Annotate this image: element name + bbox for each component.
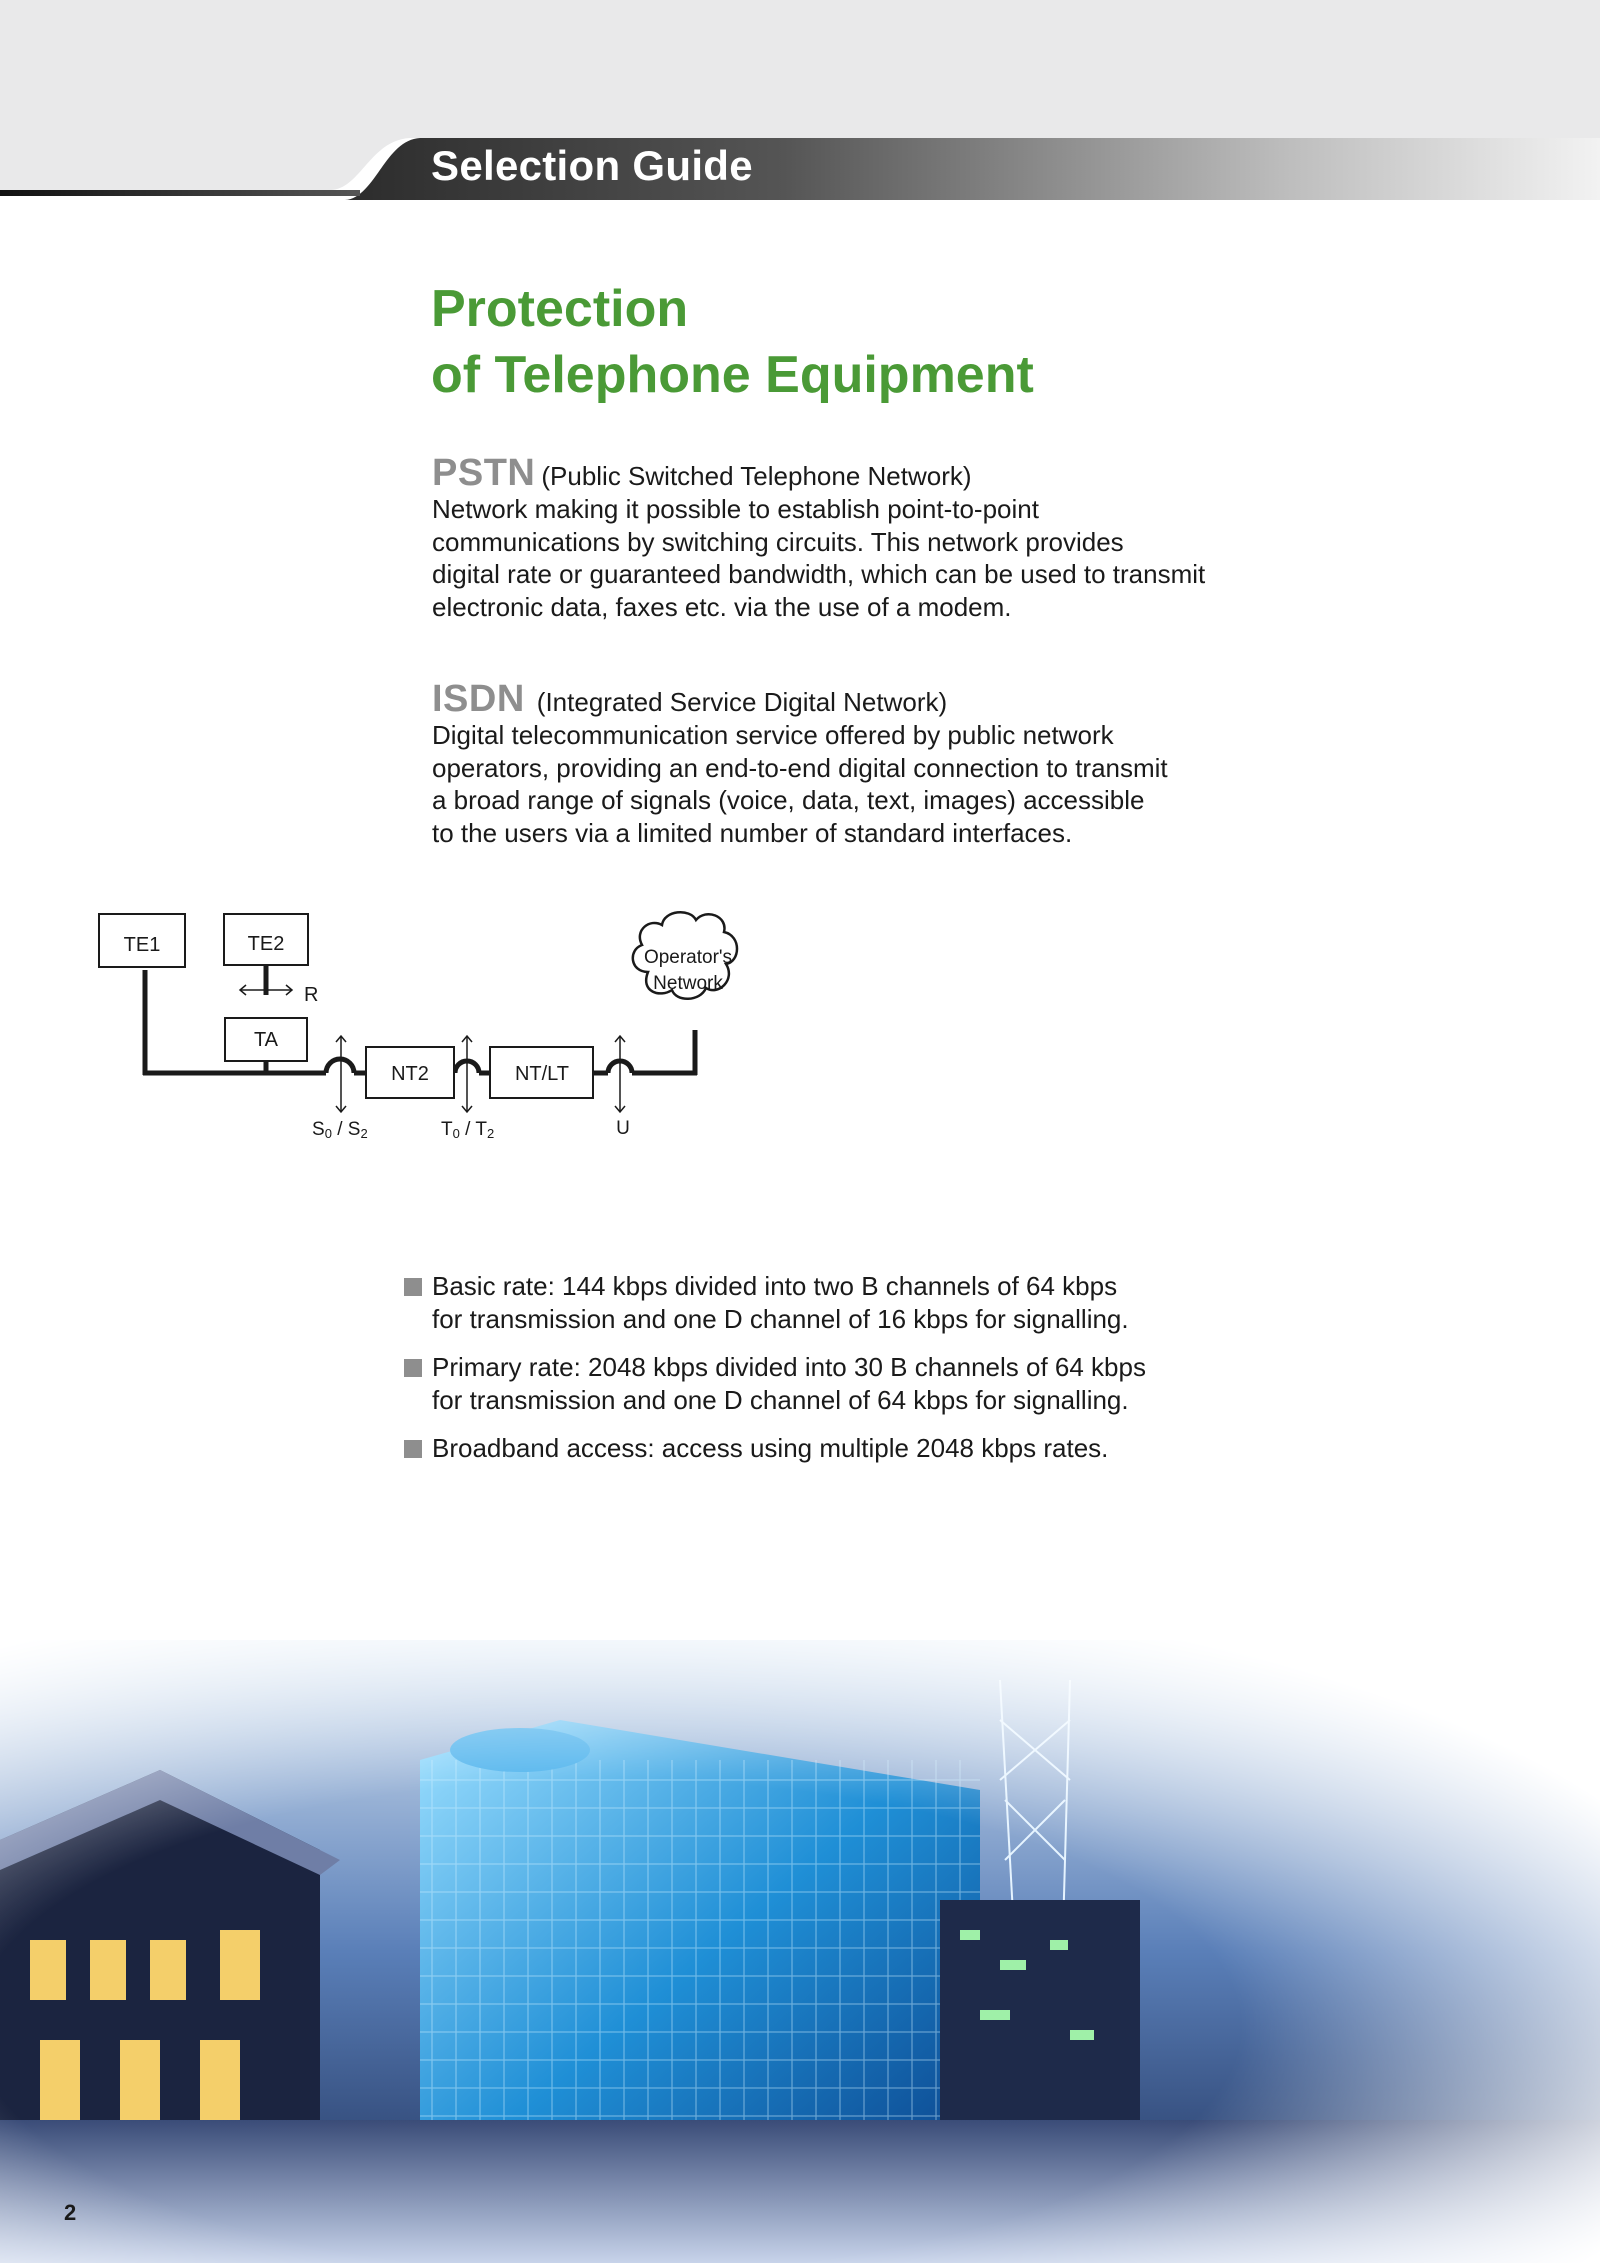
header-tab bbox=[0, 138, 1600, 204]
operators-network-cloud bbox=[631, 911, 739, 1000]
ta-label: TA bbox=[254, 1029, 279, 1051]
bullet-square-icon bbox=[404, 1359, 422, 1377]
s-reference-label: S0 / S2 bbox=[312, 1119, 368, 1141]
nt2-box bbox=[365, 1046, 455, 1099]
isdn-diagram: TE1 TE2 R TA NT2 NT/LT Operator's Networ… bbox=[98, 911, 739, 1141]
pstn-full-name: (Public Switched Telephone Network) bbox=[541, 461, 972, 491]
isdn-heading: ISDN (Integrated Service Digital Network) bbox=[432, 680, 1292, 719]
te1-label: TE1 bbox=[124, 934, 161, 956]
te2-label: TE2 bbox=[248, 933, 285, 955]
r-label: R bbox=[304, 984, 318, 1006]
isdn-line: Digital telecommunication service offere… bbox=[432, 720, 1114, 750]
reference-point-arrows bbox=[335, 1034, 626, 1114]
rate-list: Basic rate: 144 kbps divided into two B … bbox=[404, 1270, 1304, 1481]
isdn-section: ISDN (Integrated Service Digital Network)… bbox=[432, 680, 1292, 849]
page-title-line-2: of Telephone Equipment bbox=[431, 346, 1034, 404]
isdn-line: operators, providing an end-to-end digit… bbox=[432, 752, 1168, 783]
isdn-line: a broad range of signals (voice, data, t… bbox=[432, 785, 1145, 815]
s-reference-loop bbox=[323, 1056, 357, 1074]
isdn-line: to the users via a limited number of sta… bbox=[432, 817, 1073, 848]
ntlt-label: NT/LT bbox=[515, 1063, 569, 1085]
pstn-section: PSTN(Public Switched Telephone Network) … bbox=[432, 454, 1292, 623]
page-number: 2 bbox=[64, 2200, 77, 2225]
pstn-line: electronic data, faxes etc. via the use … bbox=[432, 591, 1012, 622]
list-item: Basic rate: 144 kbps divided into two B … bbox=[404, 1270, 1304, 1335]
te2-box bbox=[223, 913, 309, 966]
nt2-label: NT2 bbox=[391, 1063, 429, 1085]
pstn-acronym: PSTN bbox=[432, 452, 536, 494]
u-reference-label: U bbox=[616, 1118, 630, 1139]
bullet-square-icon bbox=[404, 1278, 422, 1296]
pstn-description: Network making it possible to establish … bbox=[432, 493, 1292, 623]
page-title-line-1: Protection bbox=[431, 280, 689, 338]
te1-box bbox=[98, 913, 186, 968]
isdn-description: Digital telecommunication service offere… bbox=[432, 719, 1292, 849]
ntlt-box bbox=[489, 1046, 594, 1099]
pstn-line: Network making it possible to establish … bbox=[432, 494, 1039, 524]
pstn-line: communications by switching circuits. Th… bbox=[432, 526, 1124, 557]
page-title: Protection of Telephone Equipment bbox=[431, 276, 1034, 408]
cloud-label-line-1: Operator's bbox=[644, 947, 732, 968]
t-reference-label: T0 / T2 bbox=[441, 1119, 494, 1141]
isdn-acronym: ISDN bbox=[432, 678, 525, 720]
isdn-full-name: (Integrated Service Digital Network) bbox=[536, 687, 948, 717]
r-reference-arrow bbox=[238, 984, 294, 996]
bullet-square-icon bbox=[404, 1440, 422, 1458]
ta-box bbox=[224, 1017, 308, 1062]
section-title: Selection Guide bbox=[431, 142, 753, 189]
cloud-label-line-2: Network bbox=[653, 973, 723, 994]
list-item: Primary rate: 2048 kbps divided into 30 … bbox=[404, 1351, 1304, 1416]
pstn-line: digital rate or guaranteed bandwidth, wh… bbox=[432, 559, 1206, 589]
buildings-photo bbox=[0, 1640, 1600, 2263]
pstn-heading: PSTN(Public Switched Telephone Network) bbox=[432, 454, 1292, 493]
list-item: Broadband access: access using multiple … bbox=[404, 1432, 1304, 1465]
